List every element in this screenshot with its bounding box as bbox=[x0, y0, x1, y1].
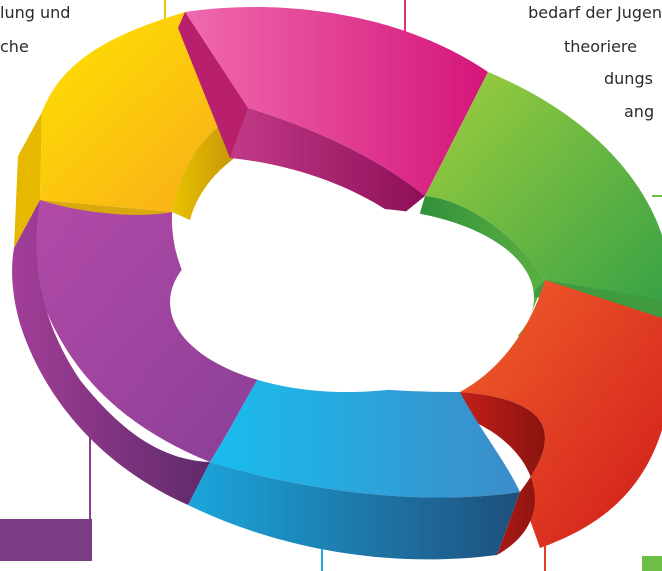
label-top-left-line-1: lung und bbox=[0, 3, 71, 22]
ring-center-hole bbox=[170, 207, 534, 393]
segment-pink bbox=[178, 7, 488, 218]
segment-purple bbox=[12, 200, 262, 505]
purple-label-box bbox=[0, 519, 92, 561]
label-top-right-line-1: bedarf der Jugen bbox=[528, 3, 662, 22]
label-top-right-line-3: dungs bbox=[604, 69, 653, 88]
label-top-left-line-2: che bbox=[0, 37, 29, 56]
label-top-right-line-2: theoriere bbox=[564, 37, 637, 56]
segment-blue bbox=[188, 372, 520, 560]
green-label-box bbox=[642, 556, 662, 571]
label-top-right-line-4: ang bbox=[624, 102, 655, 121]
segment-red bbox=[460, 280, 662, 555]
